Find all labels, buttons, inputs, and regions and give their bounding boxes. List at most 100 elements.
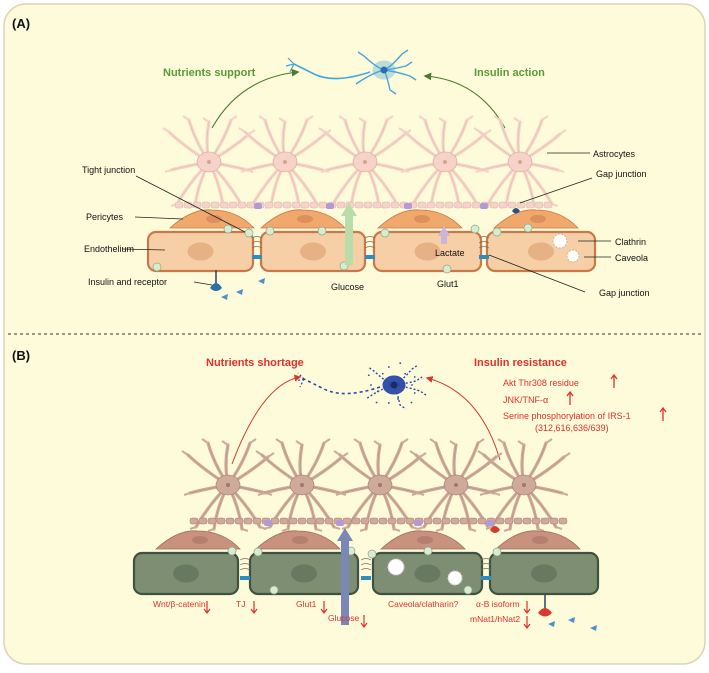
clathrin-label: Clathrin [615, 237, 646, 247]
endfoot [522, 517, 532, 525]
nutrients-support-label: Nutrients support [163, 67, 256, 79]
endfoot [198, 517, 208, 525]
neuron-fragment [397, 398, 399, 400]
insulin-molecule [221, 294, 228, 300]
akt-label: Akt Thr308 residue [503, 378, 579, 388]
glucose-label-b: Glucose [328, 613, 359, 623]
gap-junction [252, 255, 262, 259]
neuron-axon [303, 378, 381, 395]
endfoot-gap-junction [480, 203, 488, 209]
neuron-fragment [413, 392, 416, 394]
endfoot [477, 517, 487, 525]
endfoot [396, 517, 406, 525]
endfoot [387, 517, 397, 525]
wnt-down-arrow [203, 601, 211, 614]
mnat-label: mNat1/hNat2 [470, 614, 520, 624]
endfoot [279, 517, 289, 525]
endfoot-gap-junction [404, 203, 412, 209]
endothelial-cell-body [485, 230, 597, 273]
endfoot [444, 201, 454, 209]
endothelial-cell [488, 551, 600, 596]
endfoot [354, 201, 364, 209]
glut1-transporter [265, 226, 275, 236]
glut1-transporter [223, 224, 233, 234]
pericyte-nucleus [417, 536, 433, 544]
glut1-transporter [227, 546, 237, 556]
endfoot [252, 517, 262, 525]
endfoot [381, 201, 391, 209]
insulin-receptor [210, 270, 265, 300]
healthy-neuron [285, 49, 417, 95]
neuron-fragment [387, 366, 390, 368]
endfoot [525, 201, 535, 209]
neuron-dendrite [365, 384, 395, 400]
endothelial-nucleus [300, 242, 326, 261]
pericyte-row [168, 209, 579, 229]
endothelial-cell-body [488, 551, 600, 596]
glut1-transporter [463, 585, 473, 595]
ab-isoform-down-arrow [523, 601, 531, 614]
astrocyte-insulin-receptor [512, 208, 520, 214]
insulin-molecule [236, 289, 243, 295]
tight-junction-label: Tight junction [82, 165, 135, 175]
endfoot [435, 201, 445, 209]
endothelial-nucleus [531, 564, 557, 583]
endothelial-nucleus [414, 564, 441, 583]
endfoot [417, 201, 427, 209]
endfoot [201, 201, 211, 209]
astrocyte [318, 115, 412, 209]
caveola-label: Caveola [615, 253, 648, 263]
astrocyte-nucleus [518, 160, 522, 164]
astrocyte [181, 438, 275, 532]
endfoot [405, 517, 415, 525]
glut1-transporter [317, 226, 327, 236]
neuron-fragment [410, 401, 413, 404]
lactate-label: Lactate [435, 248, 465, 258]
endfoot [534, 201, 544, 209]
endfoot [369, 517, 379, 525]
endfoot [441, 517, 451, 525]
glucose-transport-arrow [345, 215, 353, 265]
insulin-resistance-label: Insulin resistance [474, 357, 567, 369]
astrocyte-nucleus [363, 160, 367, 164]
insulin-receptor-label: Insulin and receptor [88, 277, 167, 287]
endfoot [351, 517, 361, 525]
nutrients-shortage-label: Nutrients shortage [206, 357, 304, 369]
pericyte-nucleus [206, 215, 222, 223]
pericyte-row-diseased [154, 530, 581, 550]
endfoot [207, 517, 217, 525]
endfoot [549, 517, 559, 525]
endfoot [423, 517, 433, 525]
caveola-vesicle-diseased [387, 558, 405, 576]
panel-a: (A) Nutrients support Insulin action [12, 16, 650, 300]
endfoot [558, 517, 568, 525]
nutrients-shortage-arrow [231, 374, 302, 465]
glut1-transporter [492, 547, 502, 557]
astrocyte-nucleus [378, 483, 382, 487]
endfoot [288, 517, 298, 525]
tj-label: TJ [236, 599, 245, 609]
endfoot [378, 517, 388, 525]
endfoot [462, 201, 472, 209]
gap-junction [365, 255, 375, 259]
pericytes-label: Pericytes [86, 212, 124, 222]
neuron-fragment [381, 372, 384, 375]
pericyte [494, 530, 581, 550]
glucose-down-arrow [360, 615, 368, 628]
lactate-arrow [438, 226, 450, 244]
pericyte [376, 209, 463, 229]
gap-junction [361, 576, 371, 580]
endfoot [372, 201, 382, 209]
endothelial-cell-body [259, 230, 367, 273]
neuron-nucleus [390, 381, 398, 389]
endfoot [471, 201, 481, 209]
endothelial-cell-body [372, 230, 483, 273]
endothelial-cell [146, 230, 255, 273]
pericyte-nucleus [292, 536, 308, 544]
endothelial-nucleus [187, 242, 214, 261]
endfoot [342, 517, 352, 525]
nutrients-support-arrow [211, 68, 300, 129]
astrocytes-label: Astrocytes [593, 149, 636, 159]
endfoot [282, 201, 292, 209]
neuron-dendrite [393, 384, 427, 396]
